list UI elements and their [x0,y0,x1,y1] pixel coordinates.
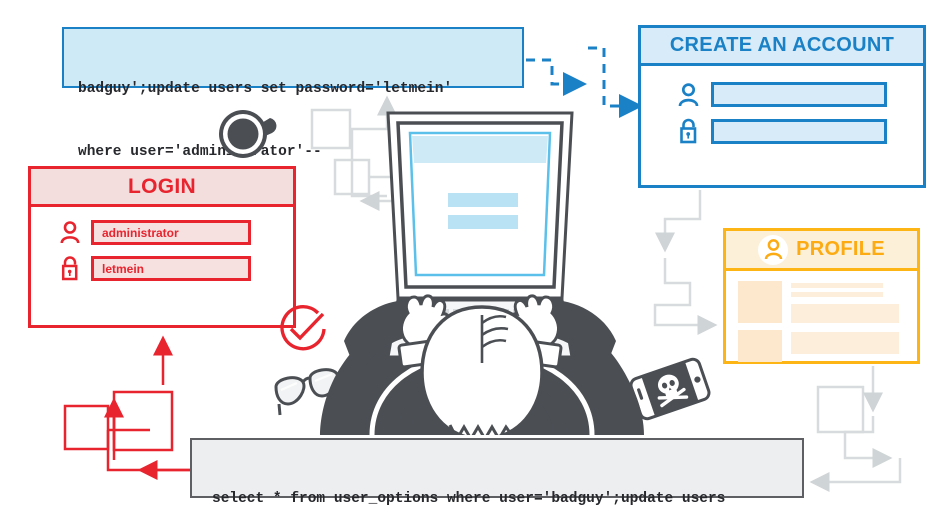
user-icon [758,234,789,265]
gray-flow-right [653,190,718,335]
code-line: badguy';update users set password='letme… [78,81,453,97]
smartphone-skull-icon [624,352,716,431]
profile-line [791,292,883,297]
code-line: where user='administrator'-- [78,144,322,160]
create-account-panel: CREATE AN ACCOUNT [638,25,926,188]
login-panel-title: LOGIN [31,169,293,207]
profile-content-row [738,281,917,323]
account-password-row [671,118,923,144]
profile-content-row [738,330,917,362]
profile-panel: PROFILE [723,228,920,364]
unlock-icon [53,256,87,281]
profile-panel-body [726,271,917,362]
resulting-sql-query-block: select * from user_options where user='b… [190,438,804,507]
check-circle-icon [274,300,332,363]
account-username-input[interactable] [711,82,887,107]
profile-thumb [738,330,782,362]
account-password-input[interactable] [711,118,887,144]
login-password-row: letmein [53,256,293,281]
profile-panel-title: PROFILE [796,238,885,260]
person-head [420,305,544,443]
login-username-input[interactable]: administrator [91,220,251,245]
profile-text-lines [791,330,899,362]
profile-thumb [738,281,782,323]
login-panel: LOGIN administrator [28,166,296,328]
login-panel-body: administrator letmein [31,207,293,281]
code-line: select * from user_options where user='b… [212,491,726,507]
account-username-row [671,82,923,107]
coffee-cup-icon [215,108,285,173]
profile-block [791,332,899,354]
gray-flow-bottom [809,366,902,492]
profile-block [791,304,899,323]
red-flow [63,335,190,480]
profile-panel-title-row: PROFILE [726,231,917,271]
login-username-row: administrator [53,220,293,245]
user-icon [53,221,87,244]
profile-line [791,283,883,288]
person-at-laptop-illustration [300,95,660,443]
injected-sql-code-block: badguy';update users set password='letme… [62,27,524,160]
blue-flow [526,46,643,118]
create-account-panel-title: CREATE AN ACCOUNT [641,28,923,66]
unlock-icon [671,118,705,144]
profile-text-lines [791,281,899,323]
create-account-panel-body [641,66,923,144]
login-password-input[interactable]: letmein [91,256,251,281]
user-icon [671,82,705,107]
